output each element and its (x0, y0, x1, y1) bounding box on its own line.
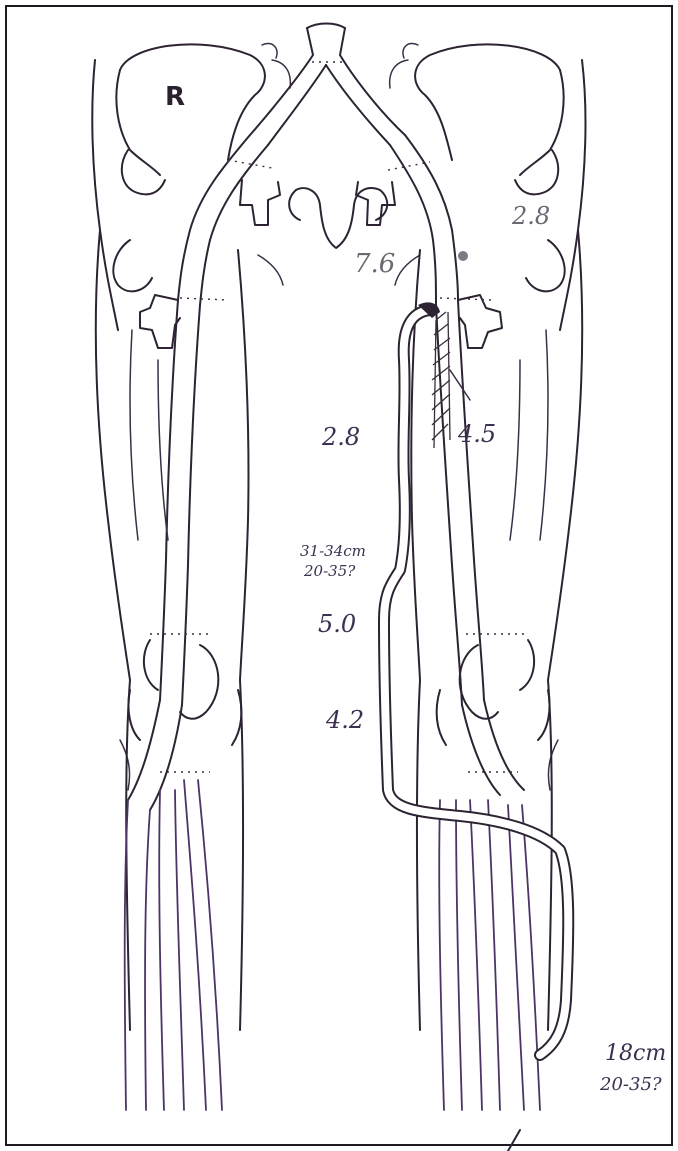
lower-leg-vessels (125, 680, 552, 1110)
label-graft-distal-length: 18cm (605, 1041, 666, 1066)
label-graft-low-flow: 4.2 (325, 706, 364, 734)
side-label: R (165, 82, 185, 112)
label-prox-left-flow: 2.8 (511, 202, 550, 230)
label-iliac-ratio: 7.6 (354, 249, 395, 279)
marker-dot (458, 251, 468, 261)
arterial-tree (140, 24, 502, 349)
label-graft-distal-spec: 20-35? (599, 1074, 662, 1095)
label-occlusion: 4.5 (457, 420, 496, 448)
label-right-upper-flow: 2.8 (321, 423, 360, 451)
label-graft-mid-flow: 5.0 (318, 610, 356, 638)
label-graft-upper-length: 31-34cm (300, 542, 366, 560)
label-graft-upper-spec: 20-35? (303, 562, 356, 580)
